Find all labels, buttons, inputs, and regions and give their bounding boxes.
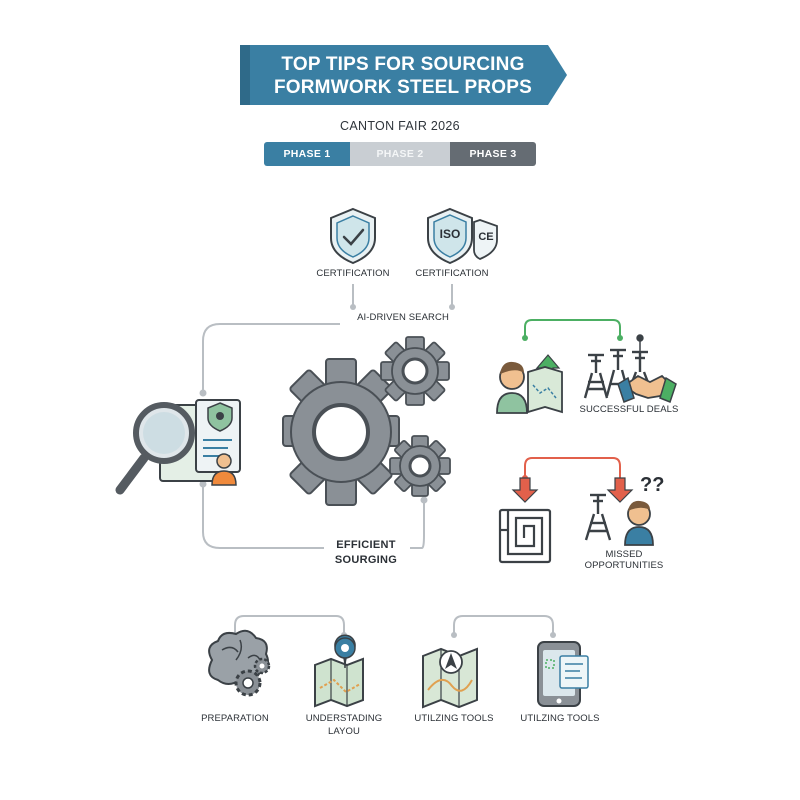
efficient-sourcing-label: EFFICIENT SOURGING — [318, 538, 414, 568]
question-marks: ?? — [640, 474, 665, 496]
utilizing-tools-label: UTILZING TOOLS — [414, 713, 494, 724]
preparation-label: PREPARATION — [201, 713, 269, 724]
small-gear-icon — [389, 435, 451, 497]
certification-label: CERTIFICATION — [316, 268, 390, 279]
success-connector — [522, 319, 623, 341]
tablet-icon — [537, 641, 589, 707]
understanding-line-1: UNDERSTADING — [305, 713, 383, 724]
small-gear-icon — [380, 336, 450, 406]
confused-person-icon — [624, 500, 654, 546]
event-subtitle: CANTON FAIR 2026 — [340, 119, 460, 133]
understanding-line-2: LAYOU — [327, 726, 360, 737]
missed-opportunities-label: MISSED OPPORTUNITIES — [584, 549, 664, 571]
understanding-layout-label: UNDERSTADING LAYOU — [294, 713, 394, 737]
large-gear-icon — [282, 358, 400, 506]
iso-badge: ISO — [439, 227, 461, 241]
successful-deals-label: SUCCESSFUL DEALS — [579, 404, 679, 415]
phase-3-segment: PHASE 3 — [450, 142, 536, 166]
phase-2-segment: PHASE 2 — [350, 142, 450, 166]
steel-props-handshake-icon — [583, 334, 677, 403]
phase-1-segment: PHASE 1 — [264, 142, 350, 166]
down-arrow-icon — [606, 477, 634, 503]
steel-prop-icon — [584, 493, 612, 541]
connector-lines — [202, 284, 554, 635]
shield-check-icon — [330, 207, 376, 265]
ai-search-label: AI-DRIVEN SEARCH — [357, 312, 449, 323]
title-line-2: FORMWORK STEEL PROPS — [273, 77, 533, 98]
utilizing-tools-label: UTILZING TOOLS — [520, 713, 600, 724]
missed-connector — [522, 457, 621, 481]
efficient-sourcing-line-2: SOURGING — [334, 554, 398, 566]
brain-gears-icon — [208, 629, 271, 697]
magnifier-documents-icon — [115, 399, 241, 495]
map-navigation-icon — [422, 647, 478, 709]
maze-icon — [498, 508, 552, 564]
person-map-icon — [496, 354, 563, 414]
efficient-sourcing-line-1: EFFICIENT — [336, 539, 396, 551]
iso-ce-shield-icon — [427, 207, 498, 265]
title-line-1: TOP TIPS FOR SOURCING — [281, 54, 525, 75]
map-pin-icon — [314, 634, 364, 708]
certification-label: CERTIFICATION — [415, 268, 489, 279]
down-arrow-icon — [511, 477, 539, 503]
ce-badge: CE — [478, 231, 494, 243]
